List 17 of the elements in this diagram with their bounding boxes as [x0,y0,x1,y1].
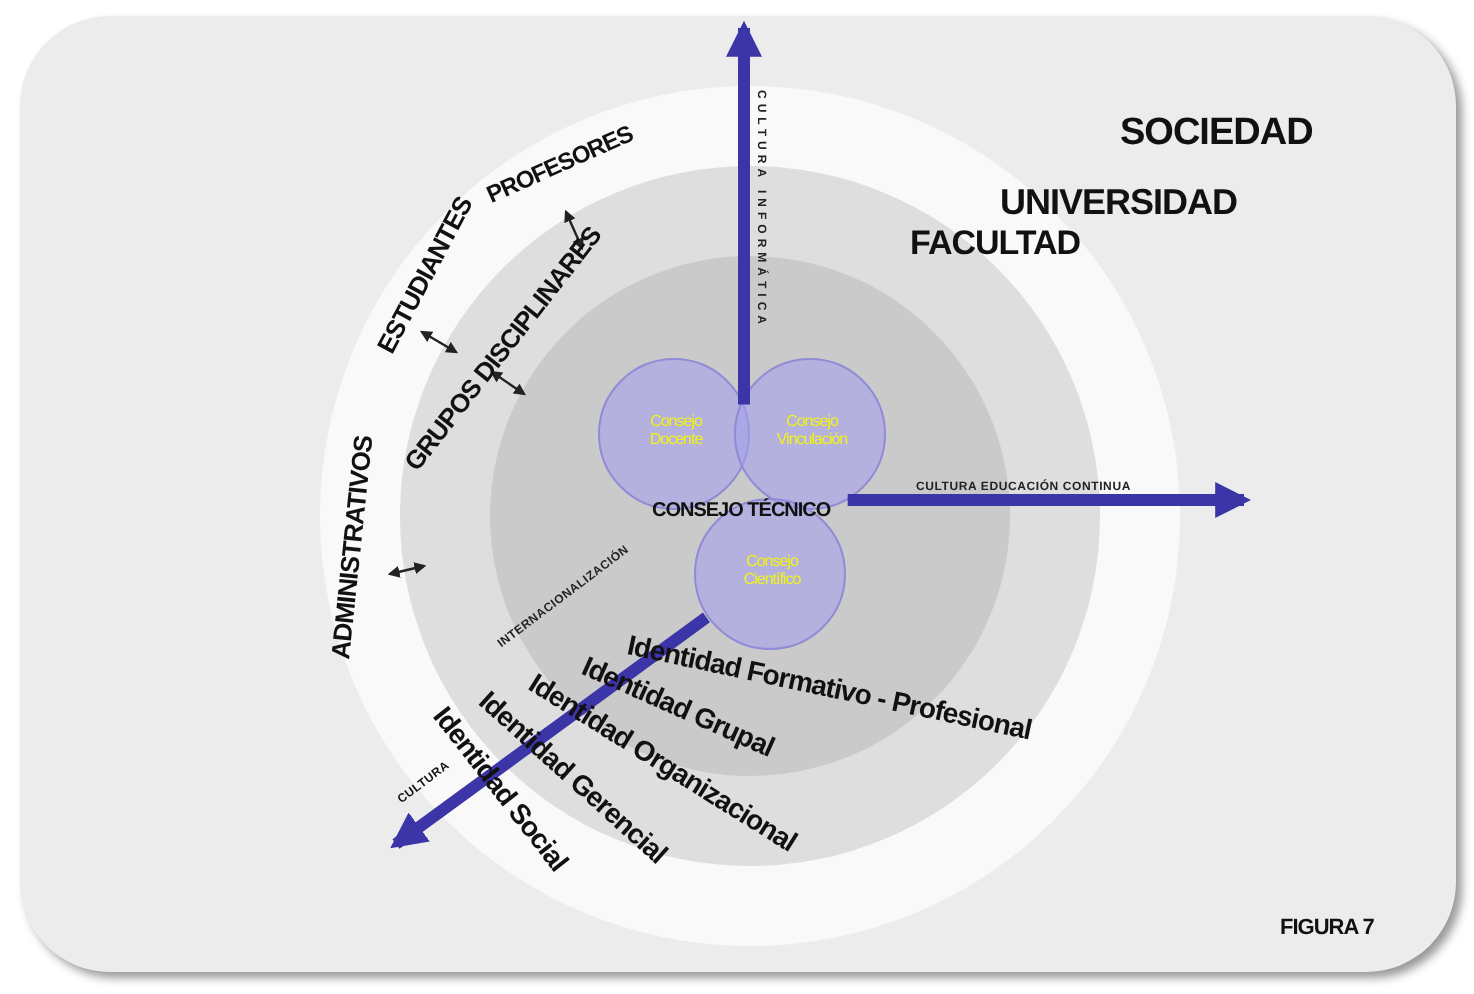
ring-title: FACULTAD [910,224,1081,264]
arrow [390,612,710,849]
society-panel [20,16,1456,972]
ring-title: SOCIEDAD [1120,112,1313,156]
ring-title: UNIVERSIDAD [1000,182,1238,224]
figure-caption: FIGURA 7 [1280,916,1374,940]
ring-label: ADMINISTRATIVOS [325,434,379,661]
arrow [726,20,762,405]
council-label: Consejo Científico [741,552,803,588]
arrow [419,330,459,354]
arrow [387,562,427,578]
council-label: Consejo Docente [647,412,705,448]
center-label: CONSEJO TÉCNICO [652,500,831,522]
arrow [490,370,526,396]
arrow [564,209,584,251]
arrow [847,482,1252,518]
council-label: Consejo Vinculación [774,412,850,448]
